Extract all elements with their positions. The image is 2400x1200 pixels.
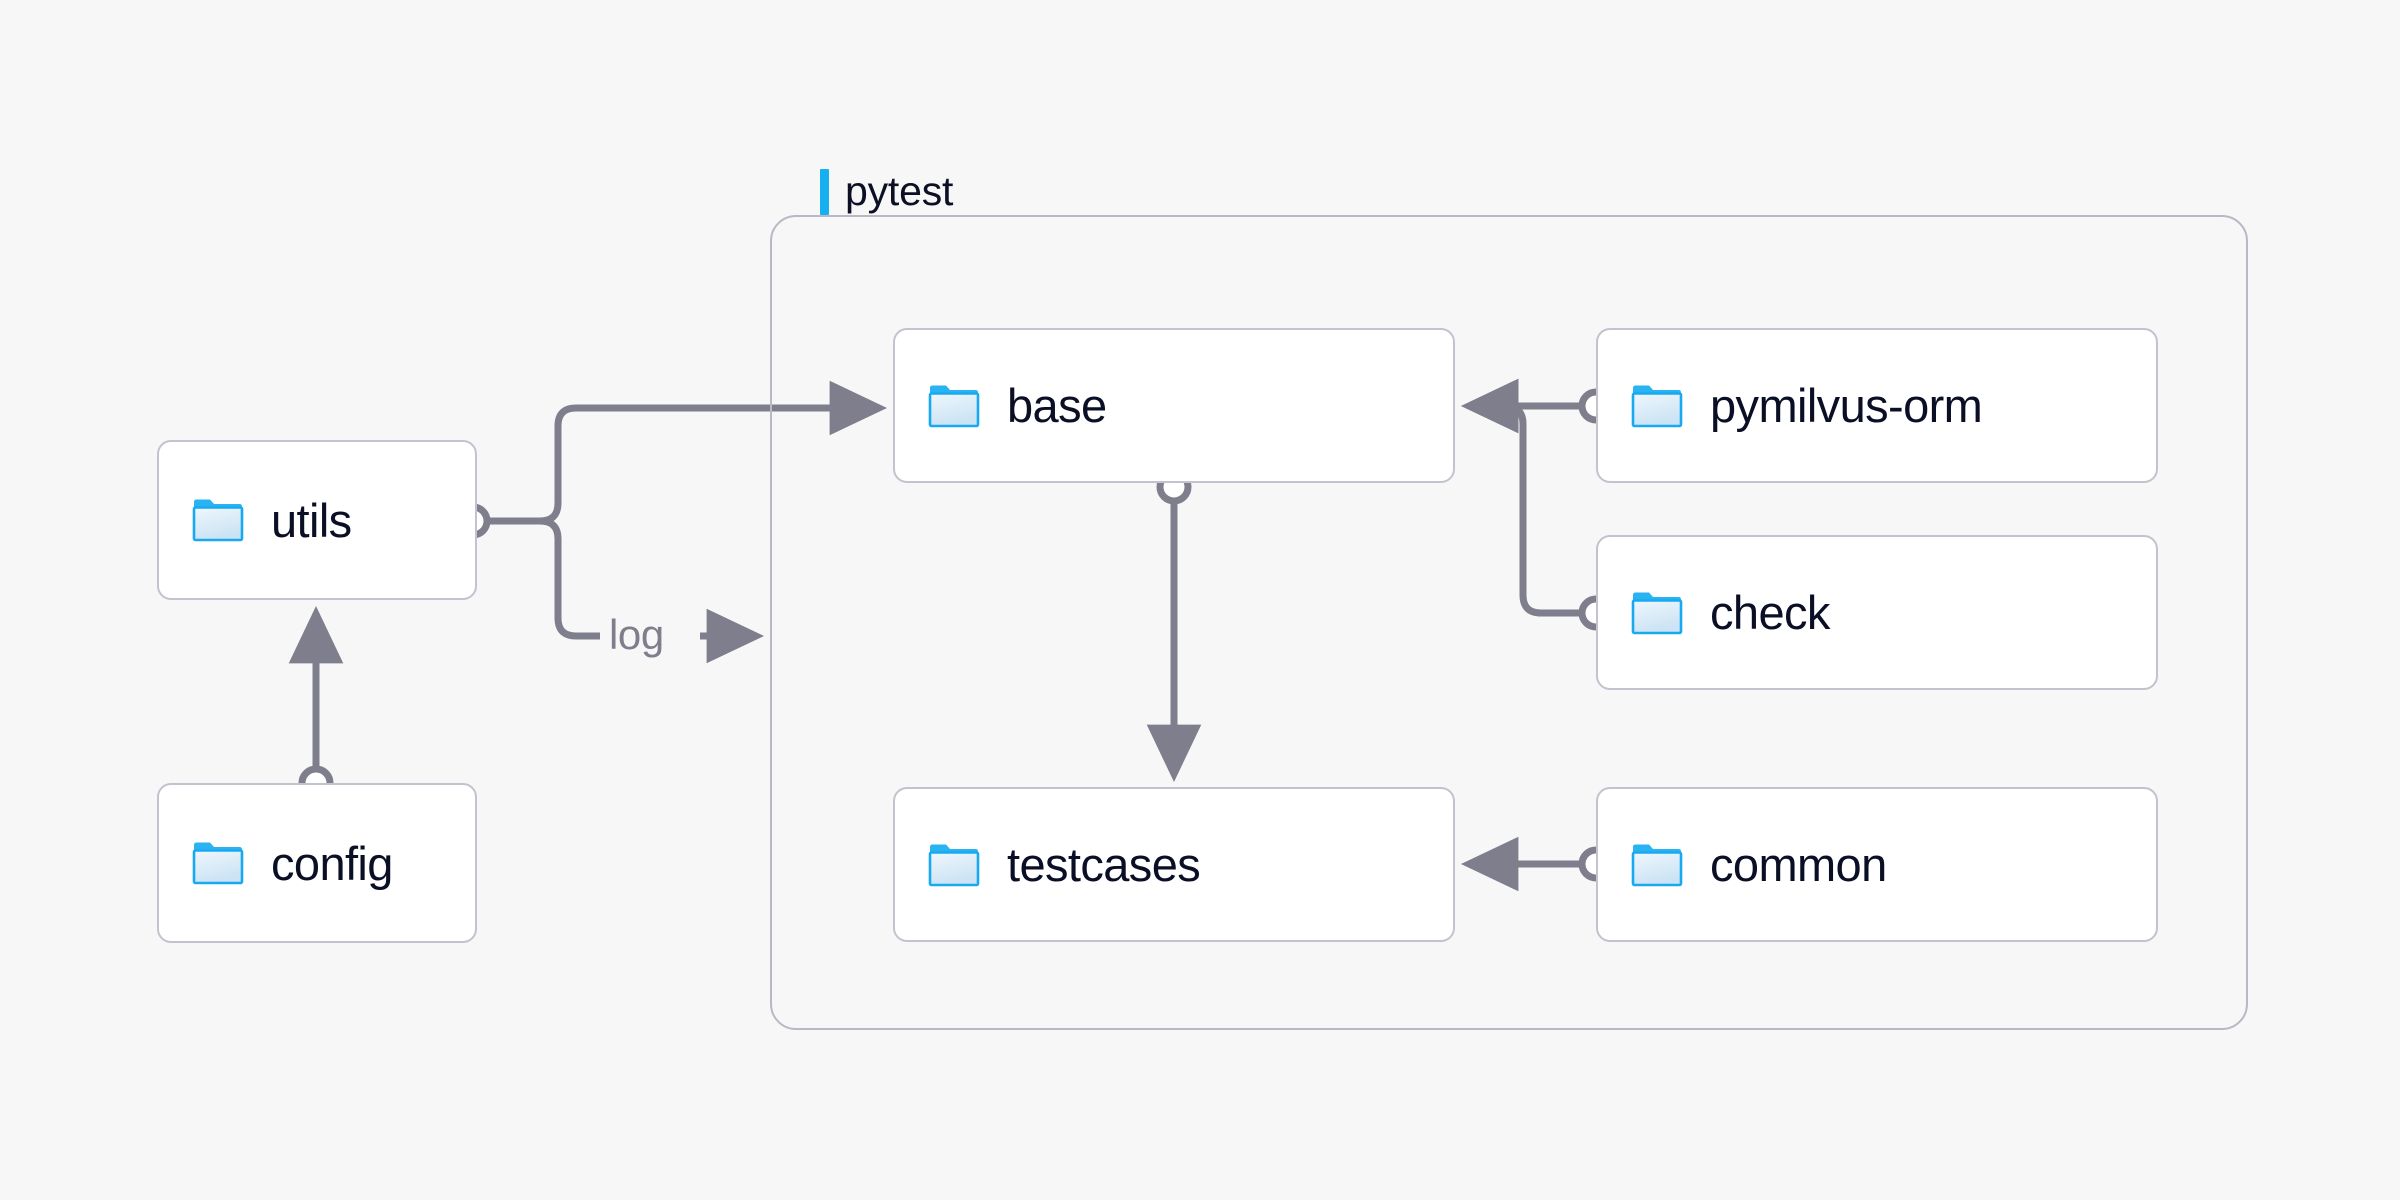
group-accent-bar [820,168,829,215]
node-pymilvus-orm[interactable]: pymilvus-orm [1596,328,2158,483]
node-base-label: base [1007,379,1107,432]
folder-icon [928,844,980,886]
folder-icon [928,385,980,427]
node-base[interactable]: base [893,328,1455,483]
node-config[interactable]: config [157,783,477,943]
node-utils[interactable]: utils [157,440,477,600]
group-pytest-label: pytest [812,168,968,215]
group-pytest-label-text: pytest [845,168,954,214]
folder-icon [1631,385,1683,427]
node-check-label: check [1710,586,1830,639]
folder-icon [1631,592,1683,634]
node-config-label: config [271,836,393,890]
node-testcases[interactable]: testcases [893,787,1455,942]
node-check[interactable]: check [1596,535,2158,690]
node-utils-label: utils [271,493,352,547]
node-common[interactable]: common [1596,787,2158,942]
group-pytest[interactable] [770,215,2248,1030]
node-pymilvus-orm-label: pymilvus-orm [1710,379,1983,432]
edge-label-log: log [601,614,672,656]
node-testcases-label: testcases [1007,838,1201,891]
edge-utils-to-log [539,517,600,640]
node-common-label: common [1710,838,1887,891]
folder-icon [192,842,244,885]
folder-icon [1631,844,1683,886]
folder-icon [192,499,244,542]
